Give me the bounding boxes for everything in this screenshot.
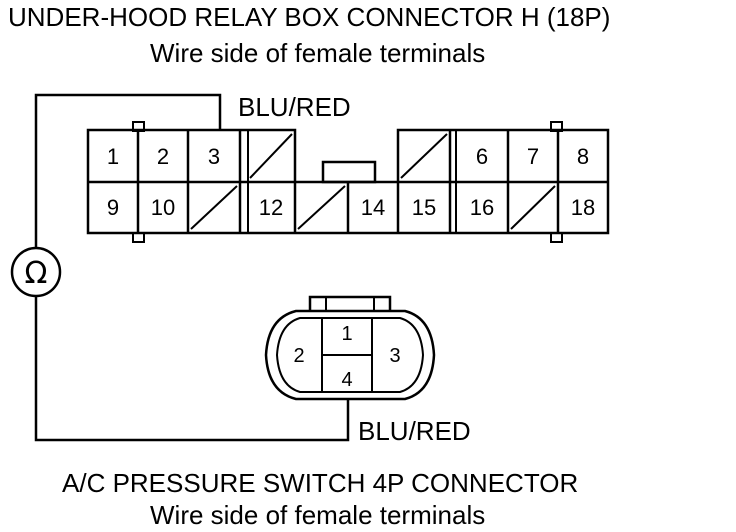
relay-connector-title: UNDER-HOOD RELAY BOX CONNECTOR H (18P)	[8, 2, 611, 32]
relay-terminal-9: 9	[107, 195, 119, 220]
switch-terminal-2: 2	[293, 345, 304, 367]
switch-wire-label: BLU/RED	[358, 416, 471, 446]
relay-wire-label: BLU/RED	[238, 92, 351, 122]
relay-terminal-7: 7	[527, 144, 539, 169]
switch-terminal-1: 1	[341, 323, 352, 345]
relay-terminal-numbers: 1 2 3 6 7 8 9 10 12 14 15 16 18	[107, 144, 595, 220]
ohmmeter-icon: Ω	[10, 246, 62, 298]
relay-terminal-18: 18	[571, 195, 595, 220]
relay-terminal-3: 3	[208, 144, 220, 169]
relay-terminal-8: 8	[577, 144, 589, 169]
relay-terminal-6: 6	[476, 144, 488, 169]
pressure-switch-connector	[264, 295, 436, 401]
relay-terminal-15: 15	[412, 195, 436, 220]
switch-terminal-4: 4	[341, 369, 352, 391]
switch-terminal-numbers: 1 2 3 4	[293, 323, 400, 391]
switch-terminal-3: 3	[389, 345, 400, 367]
relay-terminal-1: 1	[107, 144, 119, 169]
relay-terminal-16: 16	[470, 195, 494, 220]
relay-box-connector	[86, 121, 610, 243]
relay-terminal-2: 2	[157, 144, 169, 169]
switch-connector-title: A/C PRESSURE SWITCH 4P CONNECTOR	[62, 468, 579, 498]
switch-connector-subtitle: Wire side of female terminals	[150, 500, 486, 530]
ohmmeter-symbol: Ω	[25, 256, 48, 291]
relay-connector-subtitle: Wire side of female terminals	[150, 38, 486, 68]
relay-terminal-12: 12	[259, 195, 283, 220]
relay-terminal-10: 10	[151, 195, 175, 220]
relay-terminal-14: 14	[361, 195, 385, 220]
test-lead-upper	[34, 93, 222, 248]
test-lead-lower	[34, 296, 350, 442]
